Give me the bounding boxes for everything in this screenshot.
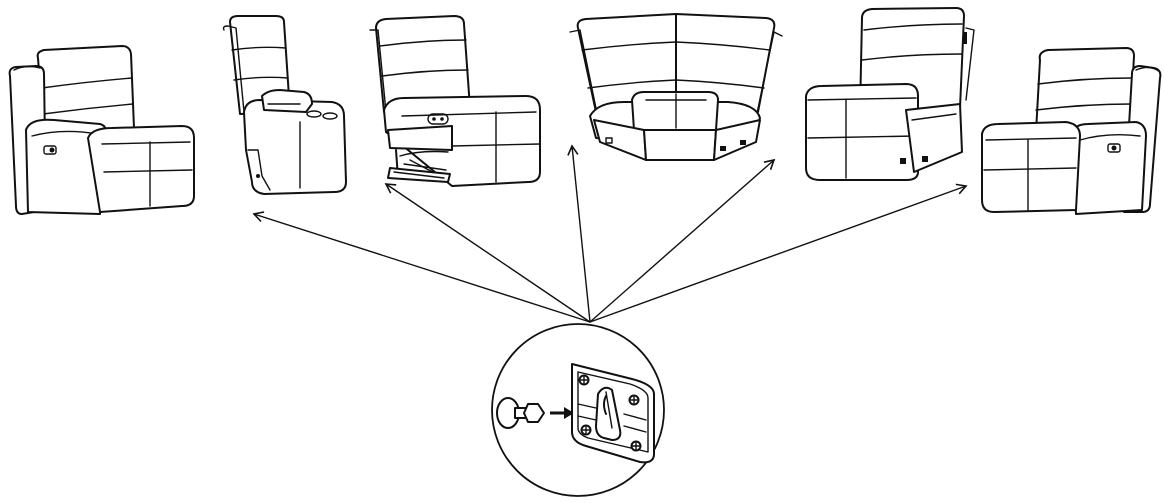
arrow-3: [572, 146, 590, 322]
console-icon: [224, 16, 347, 194]
corner-wedge-icon: [570, 14, 782, 160]
armless-recliner-icon: [370, 16, 540, 186]
arrow-4: [590, 160, 774, 322]
connection-arrows: [254, 146, 966, 322]
arrow-5: [590, 186, 966, 322]
screw-bottom-left: [582, 426, 591, 435]
recliner-right-icon: [982, 48, 1160, 214]
armless-chair-icon: [806, 8, 974, 180]
arrow-2: [386, 184, 590, 322]
bracket-bolt-icon: [492, 324, 664, 496]
screw-top-left: [580, 376, 589, 385]
arrow-1: [254, 214, 590, 322]
screw-top-right: [630, 396, 639, 405]
screw-bottom-right: [632, 442, 641, 451]
recliner-left-icon: [10, 46, 194, 214]
